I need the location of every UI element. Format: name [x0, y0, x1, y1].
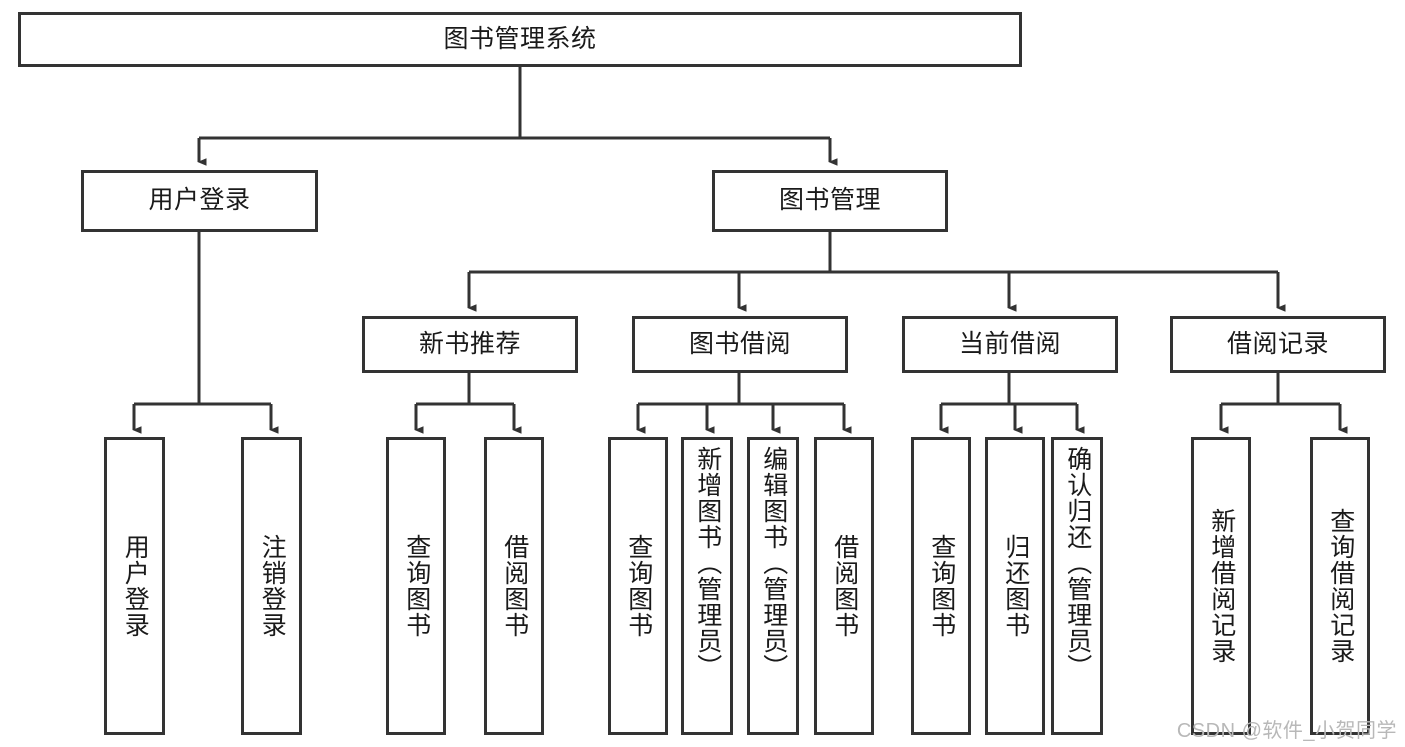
node-leaf-label: 查询借阅记录: [1326, 508, 1355, 664]
node-leaf-label: 新增借阅记录: [1207, 508, 1236, 664]
node-new-book-recommend[interactable]: 新书推荐: [362, 316, 578, 373]
node-leaf-label: 编辑图书（管理员）: [759, 446, 788, 680]
node-leaf-label: 借阅图书: [500, 534, 529, 638]
node-leaf-label: 查询图书: [624, 534, 653, 638]
node-book-management-label: 图书管理: [778, 186, 881, 215]
node-leaf-edit-book-admin[interactable]: 编辑图书（管理员）: [747, 437, 799, 735]
node-new-book-recommend-label: 新书推荐: [418, 329, 521, 358]
node-leaf-logout[interactable]: 注销登录: [241, 437, 302, 735]
node-leaf-return-book[interactable]: 归还图书: [985, 437, 1045, 735]
node-book-borrow[interactable]: 图书借阅: [632, 316, 848, 373]
node-leaf-query-book-current[interactable]: 查询图书: [911, 437, 971, 735]
node-borrow-record[interactable]: 借阅记录: [1170, 316, 1386, 373]
node-leaf-label: 注销登录: [258, 534, 287, 638]
node-book-management[interactable]: 图书管理: [712, 170, 948, 232]
node-leaf-query-borrow-record[interactable]: 查询借阅记录: [1310, 437, 1370, 735]
node-leaf-add-book-admin[interactable]: 新增图书（管理员）: [681, 437, 733, 735]
node-user-login-label: 用户登录: [148, 186, 251, 215]
node-leaf-label: 确认归还（管理员）: [1063, 446, 1092, 680]
node-leaf-label: 查询图书: [927, 534, 956, 638]
node-leaf-label: 归还图书: [1001, 534, 1030, 638]
node-borrow-record-label: 借阅记录: [1226, 329, 1329, 358]
node-leaf-label: 用户登录: [121, 534, 150, 638]
node-leaf-borrow-book-rec[interactable]: 借阅图书: [484, 437, 544, 735]
node-leaf-label: 新增图书（管理员）: [693, 446, 722, 680]
node-leaf-label: 查询图书: [402, 534, 431, 638]
node-current-borrow[interactable]: 当前借阅: [902, 316, 1118, 373]
node-current-borrow-label: 当前借阅: [958, 329, 1061, 358]
node-leaf-borrow-book[interactable]: 借阅图书: [814, 437, 874, 735]
node-book-borrow-label: 图书借阅: [688, 329, 791, 358]
node-root-system[interactable]: 图书管理系统: [18, 12, 1022, 67]
node-leaf-query-book-borrow[interactable]: 查询图书: [608, 437, 668, 735]
node-leaf-add-borrow-record[interactable]: 新增借阅记录: [1191, 437, 1251, 735]
node-leaf-user-login[interactable]: 用户登录: [104, 437, 165, 735]
node-leaf-label: 借阅图书: [830, 534, 859, 638]
node-user-login[interactable]: 用户登录: [81, 170, 318, 232]
csdn-watermark: CSDN @软件_小贺同学: [1176, 720, 1397, 742]
node-leaf-confirm-return-admin[interactable]: 确认归还（管理员）: [1051, 437, 1103, 735]
node-root-label: 图书管理系统: [443, 24, 597, 53]
node-leaf-query-book-rec[interactable]: 查询图书: [386, 437, 446, 735]
